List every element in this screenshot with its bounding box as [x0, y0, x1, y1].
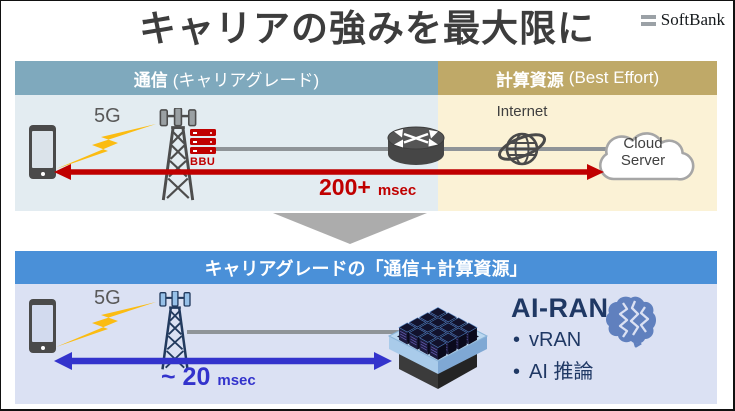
top-5g-label: 5G [94, 105, 121, 127]
down-arrow-icon [273, 213, 427, 244]
smartphone-icon [29, 125, 56, 179]
router-icon [387, 126, 445, 165]
cell-tower-icon [159, 108, 197, 201]
red-latency-arrow [54, 164, 604, 180]
top-header-compute-strong: 計算資源 [495, 70, 564, 90]
list-item: • AI 推論 [513, 355, 594, 383]
softbank-logo-text: SoftBank [660, 10, 725, 29]
page-title: キャリアの強みを最大限に [139, 8, 595, 49]
top-header-communication: 通信 (キャリアグレード) [15, 61, 438, 95]
internet-label: Internet [496, 103, 548, 120]
server-cluster-icon [387, 307, 489, 389]
top-header-compute: 計算資源 (Best Effort) [438, 61, 717, 95]
top-header-bar: 通信 (キャリアグレード) 計算資源 (Best Effort) [15, 61, 717, 95]
cloud-server-label: Cloud Server [620, 135, 666, 169]
internet-globe-icon [497, 132, 547, 166]
bullet-marker: • [513, 361, 521, 383]
smartphone-icon [29, 299, 56, 353]
cloud-icon [599, 132, 695, 181]
top-header-communication-strong: 通信 [133, 70, 168, 90]
bbu-label: BBU [190, 156, 216, 168]
bottom-latency-label: ~ 20 msec [161, 363, 256, 391]
bottom-header-bar: キャリアグレードの「通信＋計算資源」 [15, 251, 717, 284]
softbank-bars-icon [640, 14, 656, 26]
lightning-icon [56, 302, 156, 347]
ai-ran-title: AI-RAN [511, 293, 609, 323]
bbu-unit-icon: BBU [190, 129, 216, 168]
top-latency-label: 200+ msec [319, 174, 417, 200]
softbank-logo: SoftBank [640, 10, 725, 30]
list-item: • vRAN [513, 329, 593, 355]
ai-ran-bullet-list: • vRAN • AI 推論 [513, 329, 594, 383]
brain-icon [606, 296, 656, 348]
bullet-label: AI 推論 [529, 361, 594, 383]
bottom-diagram-panel [15, 284, 717, 404]
cloud-server: Cloud Server [591, 121, 695, 185]
top-header-compute-rest: (Best Effort) [568, 68, 660, 87]
blue-latency-arrow [54, 352, 392, 370]
bullet-marker: • [513, 329, 521, 351]
bottom-5g-label: 5G [94, 287, 121, 309]
bullet-label: vRAN [529, 329, 582, 351]
bottom-network-line [187, 330, 425, 334]
lightning-icon [56, 124, 156, 169]
top-header-communication-rest: (キャリアグレード) [172, 70, 320, 90]
